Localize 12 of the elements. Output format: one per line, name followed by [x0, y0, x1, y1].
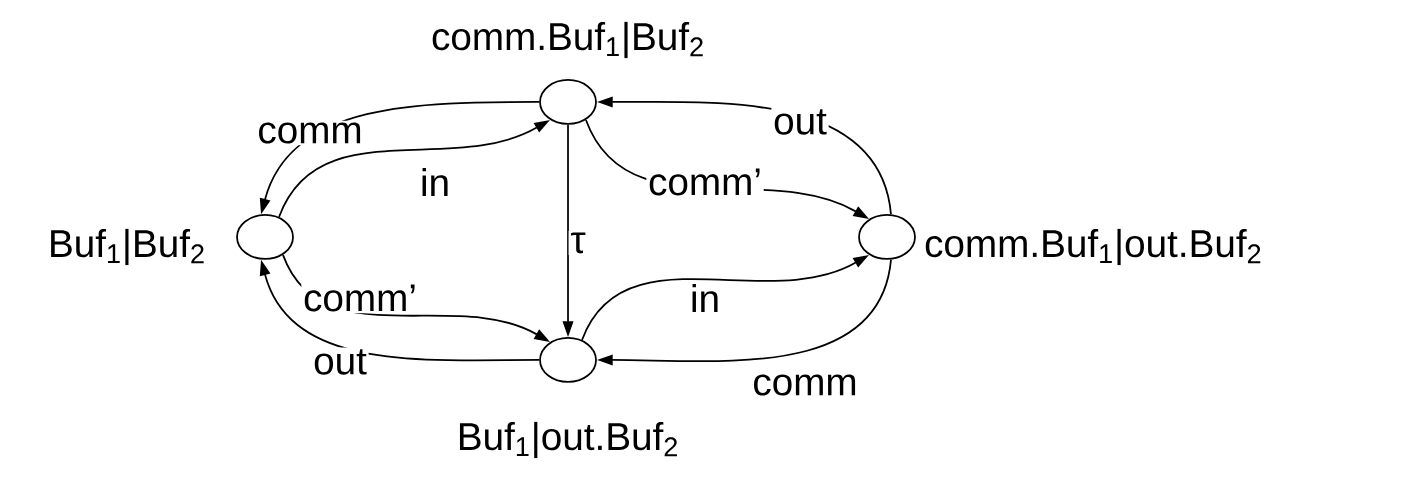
state-label: Buf$_{1}$|out.Buf$_{2}$	[459, 421, 677, 459]
state-label: Buf$_{1}$|Buf$_{2}$	[51, 228, 204, 266]
state-label: comm.Buf$_{1}$|Buf$_{2}$	[432, 21, 703, 59]
edge-label: in	[688, 282, 722, 314]
edge-label: comm	[255, 120, 365, 146]
edge-label: comm	[750, 372, 860, 398]
state-label: comm.Buf$_{1}$|out.Buf$_{2}$	[925, 228, 1261, 266]
edge-label: out	[311, 347, 369, 377]
edge-label: comm’	[301, 282, 419, 314]
edge-label: out	[771, 107, 829, 137]
edge-label: in	[418, 166, 452, 198]
edge-label: comm’	[646, 166, 764, 198]
